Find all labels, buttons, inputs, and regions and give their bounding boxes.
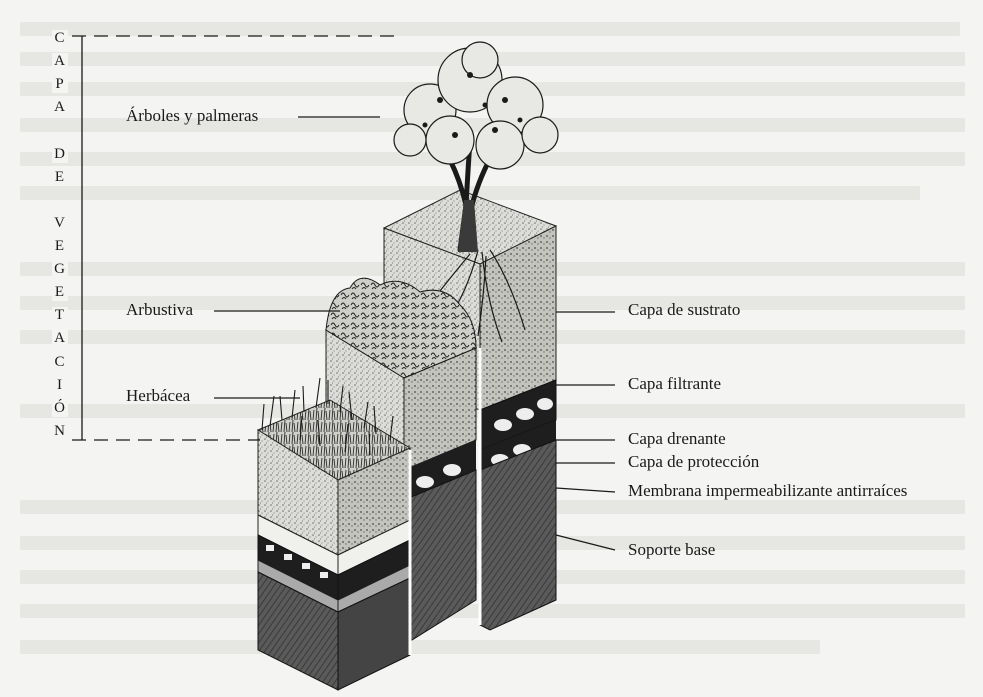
vegetation-title-letter: C: [52, 354, 68, 371]
vegetation-title-letter: V: [52, 215, 68, 232]
label-trees-palms: Árboles y palmeras: [126, 106, 258, 126]
vegetation-title-letter: I: [52, 377, 68, 394]
vegetation-title-letter: P: [52, 76, 68, 93]
vegetation-title-letter: Ó: [52, 400, 68, 417]
label-drainage-layer: Capa drenante: [628, 429, 726, 449]
vegetation-title-letter: E: [52, 169, 68, 186]
label-root-barrier-membrane: Membrana impermeabilizante antirraíces: [628, 481, 907, 501]
vegetation-title-letter: D: [52, 146, 68, 163]
label-protection-layer: Capa de protección: [628, 452, 759, 472]
vegetation-title-letter: C: [52, 30, 68, 47]
label-substrate-layer: Capa de sustrato: [628, 300, 740, 320]
label-herbaceous: Herbácea: [126, 386, 190, 406]
vegetation-title-letter: T: [52, 307, 68, 324]
label-filter-layer: Capa filtrante: [628, 374, 721, 394]
vegetation-title-letter: N: [52, 423, 68, 440]
vegetation-title-letter: A: [52, 99, 68, 116]
label-base-support: Soporte base: [628, 540, 715, 560]
vegetation-title-letter: G: [52, 261, 68, 278]
vegetation-title-letter: E: [52, 284, 68, 301]
vegetation-title-letter: E: [52, 238, 68, 255]
vegetation-title-letter: A: [52, 53, 68, 70]
label-shrubs: Arbustiva: [126, 300, 193, 320]
vegetation-title-letter: A: [52, 330, 68, 347]
